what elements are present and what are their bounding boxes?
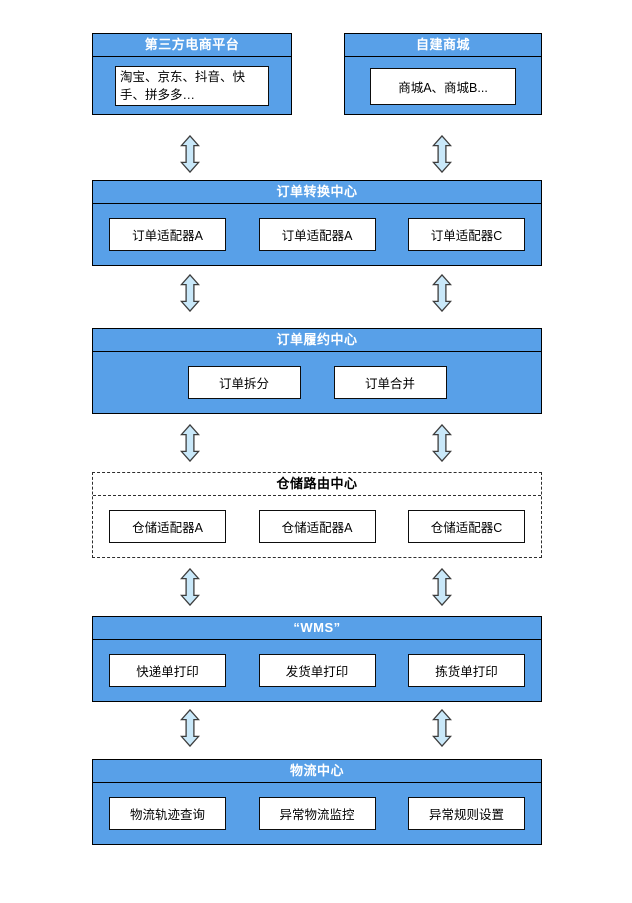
- connector-row-4: [92, 568, 542, 606]
- node-item: 拣货单打印: [408, 654, 525, 687]
- node-item: 订单拆分: [187, 366, 301, 399]
- layer-sources: 第三方电商平台 淘宝、京东、抖音、快手、拼多多… 自建商城 商城A、商城B...: [92, 33, 542, 115]
- double-arrow-icon: [180, 568, 200, 606]
- double-arrow-icon: [432, 135, 452, 173]
- node-self-built-mall: 自建商城 商城A、商城B...: [344, 33, 542, 115]
- node-item: 物流轨迹查询: [109, 797, 226, 830]
- node-item: 快递单打印: [109, 654, 226, 687]
- node-title: 第三方电商平台: [93, 34, 291, 57]
- node-warehouse-routing-center: 仓储路由中心 仓储适配器A 仓储适配器A 仓储适配器C: [92, 472, 542, 558]
- node-order-fulfillment-center: 订单履约中心 订单拆分 订单合并: [92, 328, 542, 414]
- node-title: 物流中心: [93, 760, 541, 783]
- double-arrow-icon: [432, 274, 452, 312]
- double-arrow-icon: [180, 274, 200, 312]
- node-logistics-center: 物流中心 物流轨迹查询 异常物流监控 异常规则设置: [92, 759, 542, 845]
- node-order-conversion-center: 订单转换中心 订单适配器A 订单适配器A 订单适配器C: [92, 180, 542, 266]
- double-arrow-icon: [432, 424, 452, 462]
- node-item: 异常规则设置: [408, 797, 525, 830]
- double-arrow-icon: [432, 709, 452, 747]
- double-arrow-icon: [180, 424, 200, 462]
- node-title: 自建商城: [345, 34, 541, 57]
- double-arrow-icon: [180, 709, 200, 747]
- node-item: 仓储适配器A: [109, 510, 226, 543]
- node-item: 仓储适配器C: [408, 510, 525, 543]
- node-item: 订单适配器A: [258, 218, 376, 251]
- connector-row-1: [92, 135, 542, 173]
- double-arrow-icon: [180, 135, 200, 173]
- node-title: 订单转换中心: [93, 181, 541, 204]
- node-item: 订单适配器A: [109, 218, 226, 251]
- node-title: 仓储路由中心: [93, 473, 541, 496]
- node-title: “WMS”: [93, 617, 541, 640]
- node-item: 仓储适配器A: [258, 510, 376, 543]
- node-item: 淘宝、京东、抖音、快手、拼多多…: [115, 66, 269, 106]
- node-item: 订单适配器C: [408, 218, 525, 251]
- diagram-canvas: 第三方电商平台 淘宝、京东、抖音、快手、拼多多… 自建商城 商城A、商城B...…: [92, 33, 542, 845]
- node-third-party-platform: 第三方电商平台 淘宝、京东、抖音、快手、拼多多…: [92, 33, 292, 115]
- node-item: 订单合并: [333, 366, 447, 399]
- node-title: 订单履约中心: [93, 329, 541, 352]
- connector-row-3: [92, 424, 542, 462]
- double-arrow-icon: [432, 568, 452, 606]
- node-item: 商城A、商城B...: [370, 67, 516, 105]
- connector-row-5: [92, 709, 542, 747]
- node-wms: “WMS” 快递单打印 发货单打印 拣货单打印: [92, 616, 542, 702]
- connector-row-2: [92, 274, 542, 312]
- node-item: 发货单打印: [258, 654, 376, 687]
- node-item: 异常物流监控: [258, 797, 376, 830]
